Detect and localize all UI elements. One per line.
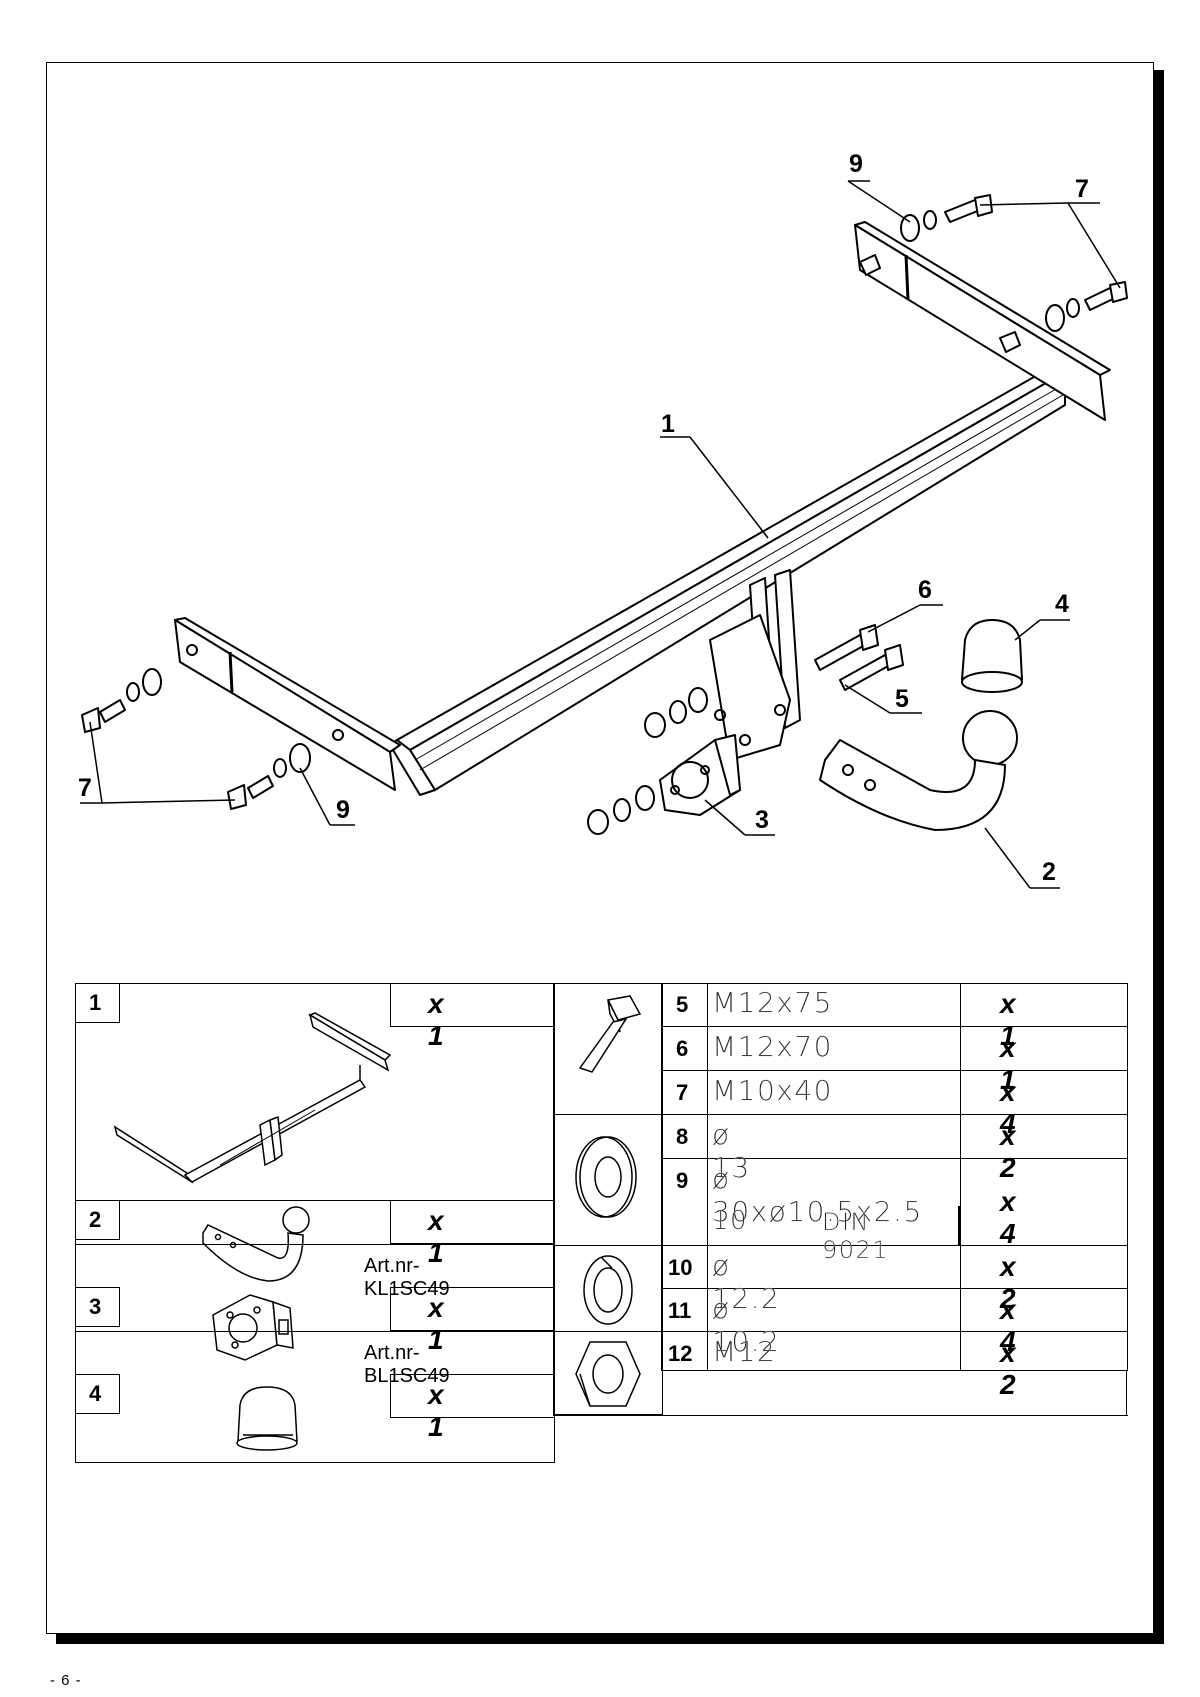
hardware-spec-block [661, 983, 1128, 1371]
callout-5: 5 [895, 685, 909, 713]
callout-9-left: 9 [336, 796, 350, 824]
part-4-number: 4 [89, 1381, 102, 1406]
hex-nut-icon [575, 1341, 641, 1407]
part-2-art-row [75, 1244, 555, 1287]
part-6-spec: M12x70 [712, 1030, 833, 1063]
part-3-qty-cell [390, 1287, 555, 1331]
part-12-spec: M12 [712, 1335, 777, 1368]
part-3-num-cell [75, 1287, 120, 1327]
callout-7-left: 7 [78, 774, 92, 802]
ball-neck-part-2 [819, 710, 1018, 831]
bolt-icon [578, 995, 642, 1073]
part-3-article-number: Art.nr-BL1SC49 [364, 1342, 450, 1387]
part-2-number: 2 [89, 1207, 102, 1232]
part-1-num-cell [75, 983, 120, 1023]
part-2-num-cell [75, 1200, 120, 1240]
part-5-spec: M12x75 [712, 986, 833, 1019]
divider-spec-4 [661, 1158, 1128, 1160]
spring-washer-icon [583, 1255, 633, 1325]
divider-img-2 [553, 1245, 663, 1247]
right-block-right-edge [1126, 1370, 1128, 1416]
leader-lines [80, 180, 1121, 889]
part-1-number: 1 [89, 990, 102, 1015]
washer-icon [575, 1136, 637, 1218]
part-3-art-row [75, 1331, 555, 1374]
part-4-num-cell [75, 1374, 120, 1414]
crossbar-part-1 [174, 221, 1111, 796]
divider-spec-2 [661, 1070, 1128, 1072]
part-12-qty: x 2 [1000, 1337, 1016, 1400]
part-9-spec-separator [958, 1206, 960, 1245]
part-8-number: 8 [676, 1124, 689, 1149]
part-3-socket-plate-thumbnail [212, 1294, 294, 1361]
part-9-number: 9 [676, 1168, 689, 1193]
part-7-number: 7 [676, 1080, 689, 1105]
part-4-ball-cover-thumbnail [236, 1386, 298, 1451]
bolt-7-top-2 [1045, 281, 1128, 332]
ball-cover-part-4 [961, 619, 1023, 693]
bolt-7-left-1 [81, 668, 162, 733]
bolt-7-left-2 [227, 743, 311, 810]
part-8-qty: x 2 [1000, 1120, 1016, 1183]
right-block-bottom-border [553, 1415, 1128, 1417]
part-4-qty: x 1 [428, 1379, 444, 1442]
divider-spec-1 [661, 1026, 1128, 1028]
part-7-qty: x 4 [1000, 1076, 1016, 1139]
callout-2: 2 [1042, 858, 1056, 886]
hardware-num-column [661, 983, 708, 1371]
part-3-number: 3 [89, 1294, 102, 1319]
part-2-article-number: Art.nr-KL1SC49 [364, 1255, 450, 1300]
part-11-number: 11 [668, 1298, 692, 1323]
divider-img-3 [553, 1331, 663, 1333]
bolt-5 [839, 644, 904, 691]
page-number: - 6 - [50, 1672, 82, 1689]
hardware-image-column [553, 983, 663, 1415]
part-2-qty-cell [390, 1200, 555, 1244]
part-8-spec: ø 13 [712, 1118, 751, 1184]
part-11-qty: x 4 [1000, 1294, 1016, 1357]
part-11-spec: ø 10.2 [712, 1292, 781, 1358]
part-5-qty: x 1 [1000, 988, 1016, 1051]
part-10-number: 10 [668, 1255, 693, 1280]
frame-shadow-bottom [56, 1634, 1164, 1644]
part-10-qty: x 2 [1000, 1251, 1016, 1314]
divider-row-2 [75, 1200, 555, 1202]
part-1-qty: x 1 [428, 988, 444, 1051]
callout-9-top: 9 [849, 150, 863, 178]
part-6-number: 6 [676, 1036, 689, 1061]
part-9-spec-standard: DIN 9021 [822, 1208, 890, 1264]
callout-3: 3 [755, 806, 769, 834]
socket-plate-part-3 [587, 687, 741, 835]
divider-spec-3 [661, 1114, 1128, 1116]
part-9-qty: x 4 [1000, 1186, 1016, 1249]
part-9-spec: ø 30xø10.5x2.5 [712, 1162, 923, 1228]
part-1-crossbar-thumbnail [113, 1012, 392, 1184]
bolt-7-top-1 [900, 194, 993, 242]
frame-shadow-right [1154, 70, 1164, 1642]
divider-spec-7 [661, 1331, 1128, 1333]
part-5-number: 5 [676, 992, 689, 1017]
part-7-spec: M10x40 [712, 1074, 833, 1107]
divider-spec-6 [661, 1288, 1128, 1290]
part-4-qty-cell [390, 1374, 555, 1418]
hardware-qty-column [960, 983, 1128, 1371]
callout-4: 4 [1055, 590, 1069, 618]
part-12-number: 12 [668, 1341, 693, 1366]
callout-1: 1 [661, 410, 675, 438]
part-9-spec-thickness: 10 [712, 1206, 749, 1236]
part-2-ball-neck-thumbnail [202, 1206, 310, 1282]
part-6-qty: x 1 [1000, 1032, 1016, 1095]
part-10-spec: ø 12.2 [712, 1249, 781, 1315]
callout-6: 6 [918, 576, 932, 604]
callout-7-top: 7 [1075, 175, 1089, 203]
divider-img-1 [553, 1114, 663, 1116]
bolt-6 [814, 624, 879, 671]
divider-spec-5 [661, 1245, 1128, 1247]
part-1-qty-cell [390, 983, 555, 1027]
